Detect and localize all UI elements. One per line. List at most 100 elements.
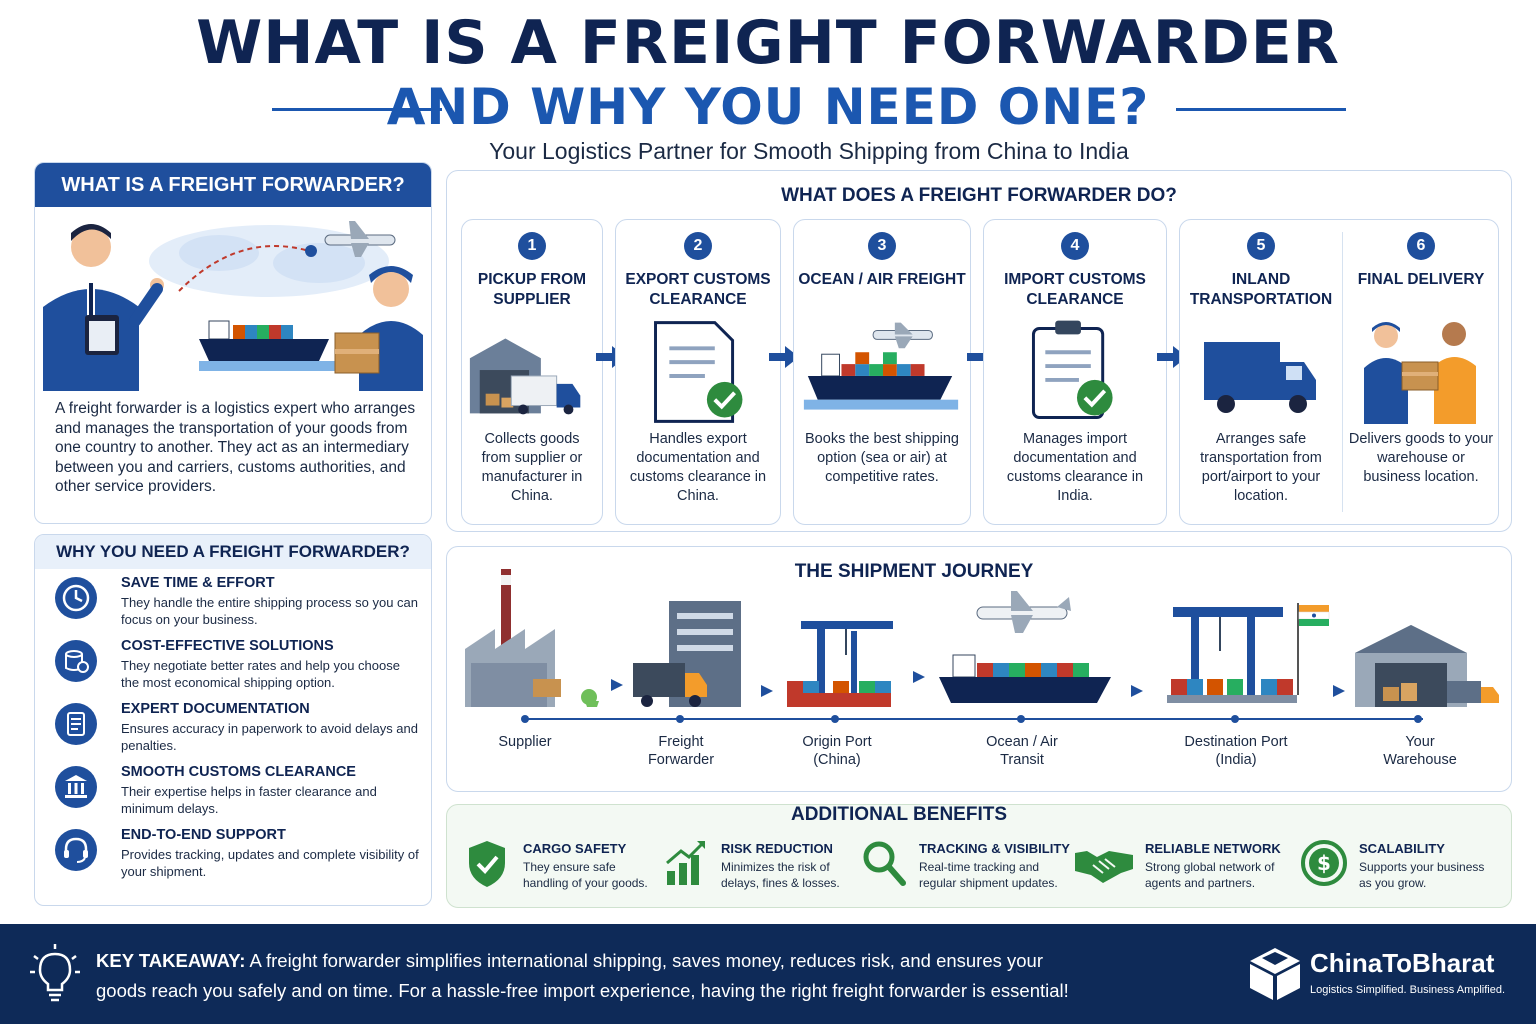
benefit-title: RELIABLE NETWORK: [1145, 841, 1281, 856]
step-number: 2: [684, 232, 712, 260]
journey-heading: THE SHIPMENT JOURNEY: [794, 561, 1034, 582]
benefit-text-line1: Minimizes the risk of: [721, 860, 830, 874]
journey-timeline: [523, 718, 1423, 720]
delivery-handover-icon: [1364, 322, 1476, 424]
step-card-freight: 3 OCEAN / AIR FREIGHT Books the best shi…: [793, 219, 971, 525]
journey-stop-label: Freight Forwarder: [647, 734, 715, 768]
step-title: FINAL DELIVERY: [1357, 271, 1485, 288]
benefit-text-line1: Real-time tracking and: [919, 860, 1040, 874]
benefit-title: RISK REDUCTION: [721, 841, 833, 856]
why-item-title: SAVE TIME & EFFORT: [121, 575, 275, 591]
footer-banner: KEY TAKEAWAY: A freight forwarder simpli…: [0, 924, 1536, 1024]
ship-plane-icon: [803, 322, 959, 410]
benefit-text-line2: as you grow.: [1359, 876, 1427, 890]
benefit-text-line2: delays, fines & losses.: [721, 876, 840, 890]
document-check-icon: [654, 321, 743, 423]
step-card-final: 6 FINAL DELIVERY Delivers goods to your …: [1342, 220, 1500, 524]
why-item-text: They handle the entire shipping process …: [121, 595, 419, 627]
why-item-support: END-TO-END SUPPORT Provides tracking, up…: [55, 827, 425, 887]
journey-dot: [1231, 715, 1239, 723]
arrow-right-icon: [769, 346, 799, 368]
journey-card: THE SHIPMENT JOURNEY: [446, 546, 1512, 792]
dollar-icon: $: [1301, 840, 1347, 886]
key-takeaway-label: KEY TAKEAWAY:: [96, 950, 246, 971]
brand-logo-icon: [1250, 948, 1300, 1000]
warehouse-truck-icon: [469, 338, 581, 415]
why-item-text: They negotiate better rates and help you…: [121, 658, 400, 690]
coins-icon: [55, 640, 97, 682]
why-item-title: SMOOTH CUSTOMS CLEARANCE: [121, 764, 356, 780]
shield-check-icon: [469, 841, 505, 887]
benefit-network: RELIABLE NETWORK Strong global network o…: [1073, 839, 1303, 899]
lightbulb-icon: [30, 944, 80, 1002]
journey-dot: [1414, 715, 1422, 723]
benefit-scalability: $ SCALABILITY Supports your business as …: [1301, 839, 1501, 899]
benefit-text-line2: agents and partners.: [1145, 876, 1256, 890]
clipboard-check-icon: [1031, 320, 1113, 419]
benefit-text-line1: They ensure safe: [523, 860, 616, 874]
key-takeaway-text: KEY TAKEAWAY: A freight forwarder simpli…: [96, 946, 1096, 1006]
what-is-paragraph: A freight forwarder is a logistics exper…: [55, 400, 416, 495]
headset-icon: [55, 829, 97, 871]
forwarder-illustration: [43, 221, 423, 391]
why-item-cost-effective: COST-EFFECTIVE SOLUTIONS They negotiate …: [55, 638, 425, 698]
why-item-title: COST-EFFECTIVE SOLUTIONS: [121, 638, 334, 654]
step-number: 3: [868, 232, 896, 260]
step-divider: [1342, 232, 1343, 512]
step-desc: Manages import documentation and customs…: [1006, 431, 1144, 504]
truck-icon: [1204, 342, 1316, 413]
journey-illustration: [465, 569, 1499, 707]
step-card-import: 4 IMPORT CUSTOMS CLEARANCE Manages impor…: [983, 219, 1167, 525]
step-number: 1: [518, 232, 546, 260]
handshake-icon: [1075, 851, 1133, 883]
why-item-save-time: SAVE TIME & EFFORT They handle the entir…: [55, 575, 425, 635]
page-subtitle: Your Logistics Partner for Smooth Shippi…: [489, 138, 1129, 164]
why-item-customs: SMOOTH CUSTOMS CLEARANCE Their expertise…: [55, 764, 425, 824]
title-divider-left: [272, 108, 442, 111]
step-number: 5: [1247, 232, 1275, 260]
step-card-export: 2 EXPORT CUSTOMS CLEARANCE Handles expor…: [615, 219, 781, 525]
magnifier-icon: [863, 841, 906, 886]
step-number: 4: [1061, 232, 1089, 260]
benefit-title: TRACKING & VISIBILITY: [919, 841, 1070, 856]
why-item-title: EXPERT DOCUMENTATION: [121, 701, 310, 717]
benefit-risk-reduction: RISK REDUCTION Minimizes the risk of del…: [663, 839, 859, 899]
journey-dot: [831, 715, 839, 723]
step-title: INLAND TRANSPORTATION: [1189, 271, 1333, 308]
journey-stop-label: Destination Port (India): [1184, 734, 1288, 768]
benefit-text-line2: regular shipment updates.: [919, 876, 1058, 890]
key-takeaway-body: A freight forwarder simplifies internati…: [96, 950, 1069, 1001]
step-card-inland: 5 INLAND TRANSPORTATION Arranges safe tr…: [1180, 220, 1342, 524]
document-icon: [55, 703, 97, 745]
what-is-card: WHAT IS A FREIGHT FORWARDER?: [34, 162, 432, 524]
bar-chart-icon: [666, 841, 705, 885]
benefits-card: ADDITIONAL BENEFITS CARGO SAFETY They en…: [446, 804, 1512, 908]
why-need-card: WHY YOU NEED A FREIGHT FORWARDER? SAVE T…: [34, 534, 432, 906]
why-item-documentation: EXPERT DOCUMENTATION Ensures accuracy in…: [55, 701, 425, 761]
page-title: WHAT IS A FREIGHT FORWARDER: [196, 8, 1340, 78]
clock-icon: [55, 577, 97, 619]
step-title: OCEAN / AIR FREIGHT: [798, 271, 966, 288]
benefit-tracking: TRACKING & VISIBILITY Real-time tracking…: [861, 839, 1081, 899]
journey-dot: [1017, 715, 1025, 723]
journey-stop-label: Origin Port (China): [802, 734, 872, 768]
benefit-text-line2: handling of your goods.: [523, 876, 648, 890]
journey-stop-label: Your Warehouse: [1383, 734, 1457, 768]
step-desc: Handles export documentation and customs…: [629, 431, 767, 504]
journey-stop-label: Supplier: [498, 734, 552, 750]
journey-dot: [521, 715, 529, 723]
step-desc: Arranges safe transportation from port/a…: [1200, 431, 1322, 504]
what-is-heading: WHAT IS A FREIGHT FORWARDER?: [35, 163, 431, 207]
journey-stop-label: Ocean / Air Transit: [986, 734, 1058, 768]
step-title: EXPORT CUSTOMS CLEARANCE: [625, 271, 771, 308]
step-title: IMPORT CUSTOMS CLEARANCE: [1004, 271, 1146, 308]
benefit-text-line1: Supports your business: [1359, 860, 1485, 874]
brand-name: ChinaToBharat: [1310, 948, 1495, 978]
step-card-pickup: 1 PICKUP FROM SUPPLIER Collects goods fr…: [461, 219, 603, 525]
why-need-heading: WHY YOU NEED A FREIGHT FORWARDER?: [35, 535, 431, 569]
benefit-text-line1: Strong global network of: [1145, 860, 1275, 874]
svg-text:$: $: [1317, 851, 1331, 875]
brand-tagline: Logistics Simplified. Business Amplified…: [1310, 984, 1506, 996]
step-desc: Delivers goods to your warehouse or busi…: [1348, 431, 1494, 485]
benefit-title: SCALABILITY: [1359, 841, 1445, 856]
